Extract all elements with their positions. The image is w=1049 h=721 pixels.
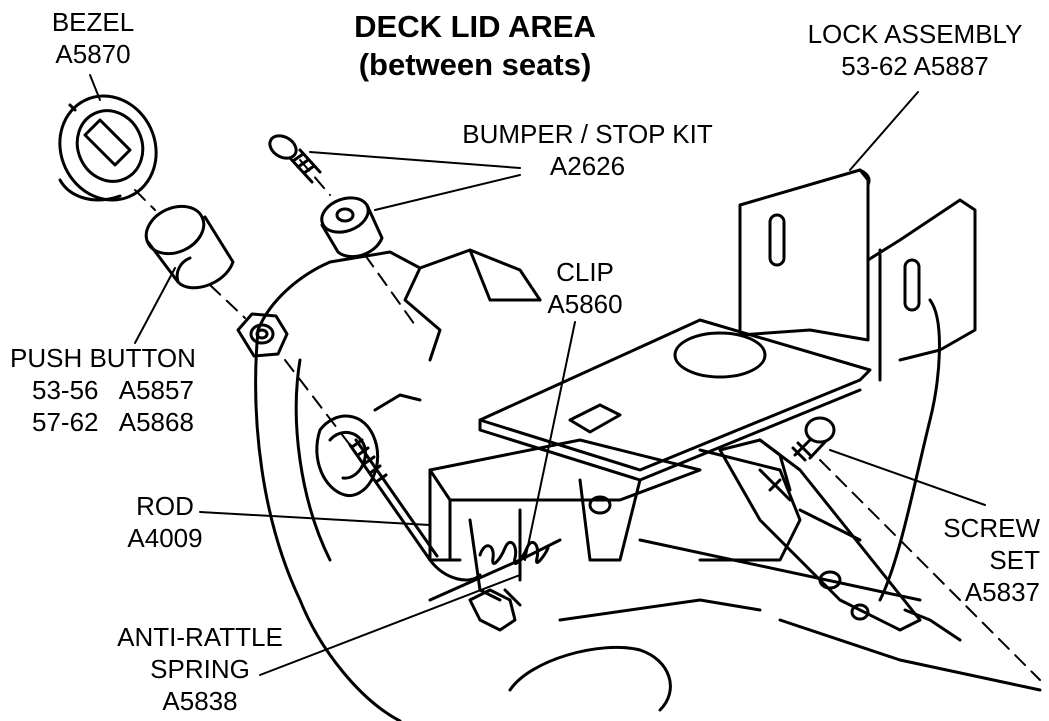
leader-anti-rattle-spring [259,574,521,676]
callout-bezel-part: A5870 [55,39,131,69]
callout-push-button-row1: 53-56 A5857 [10,374,230,406]
screw-set-part [758,416,836,502]
callout-push-button-row2-part: A5868 [118,407,194,437]
callout-leader-lines [89,74,986,676]
callout-rod-part: A4009 [127,523,203,553]
callout-bumper-stop-kit: BUMPER / STOP KIT A2626 [440,118,735,182]
nut-part [236,312,289,358]
callout-push-button-row2-years: 57-62 [32,407,99,437]
leader-bumper-screw [309,151,521,169]
callout-anti-rattle-spring-name2: SPRING [150,654,250,684]
leader-bumper-stop [374,174,521,211]
lock-assembly-part [428,168,977,602]
callout-bumper-stop-kit-part: A2626 [549,151,626,181]
title-line1: DECK LID AREA [354,9,596,44]
callout-screw-set-name2: SET [989,545,1040,575]
title-line2: (between seats) [358,47,592,82]
callout-push-button-name: PUSH BUTTON [10,343,196,373]
diagram-title: DECK LID AREA (between seats) [330,8,620,84]
leader-push-button [134,267,176,344]
callout-lock-assembly: LOCK ASSEMBLY 53-62 A5887 [790,18,1040,82]
callout-rod-name: ROD [136,491,194,521]
callout-clip-part: A5860 [547,289,623,319]
callout-screw-set: SCREW SET A5837 [910,512,1040,608]
callout-bezel: BEZEL A5870 [38,6,148,70]
callout-bumper-stop-kit-name: BUMPER / STOP KIT [462,119,713,149]
callout-bezel-name: BEZEL [51,7,135,37]
callout-lock-assembly-part: 53-62 A5887 [841,51,989,81]
callout-push-button-row1-part: A5857 [118,375,194,405]
leader-bezel [89,74,101,101]
bumper-screw-part [268,134,322,184]
latch-arm-part [718,438,922,632]
leader-rod [199,511,431,526]
callout-screw-set-part: A5837 [964,577,1040,607]
leader-lock-assembly [849,91,919,171]
callout-clip-name: CLIP [556,257,614,287]
assembly-axis-lines [134,159,1041,681]
body-panel-outline [254,248,1042,721]
bezel-part [58,94,158,202]
callout-push-button-row2: 57-62 A5868 [10,406,230,438]
callout-rod: ROD A4009 [110,490,220,554]
callout-push-button-row1-years: 53-56 [32,375,99,405]
anti-rattle-spring-part [468,540,550,632]
callout-push-button: PUSH BUTTON 53-56 A5857 57-62 A5868 [10,342,230,438]
callout-anti-rattle-spring: ANTI-RATTLE SPRING A5838 [100,621,300,717]
callout-anti-rattle-spring-name1: ANTI-RATTLE [117,622,283,652]
bumper-stop-part [320,196,384,258]
push-button-part [144,204,235,290]
callout-clip: CLIP A5860 [530,256,640,320]
callout-lock-assembly-name: LOCK ASSEMBLY [807,19,1023,49]
callout-anti-rattle-spring-part: A5838 [162,686,238,716]
callout-screw-set-name1: SCREW [943,513,1040,543]
leader-screw-set [829,449,986,506]
leader-clip [524,321,576,561]
